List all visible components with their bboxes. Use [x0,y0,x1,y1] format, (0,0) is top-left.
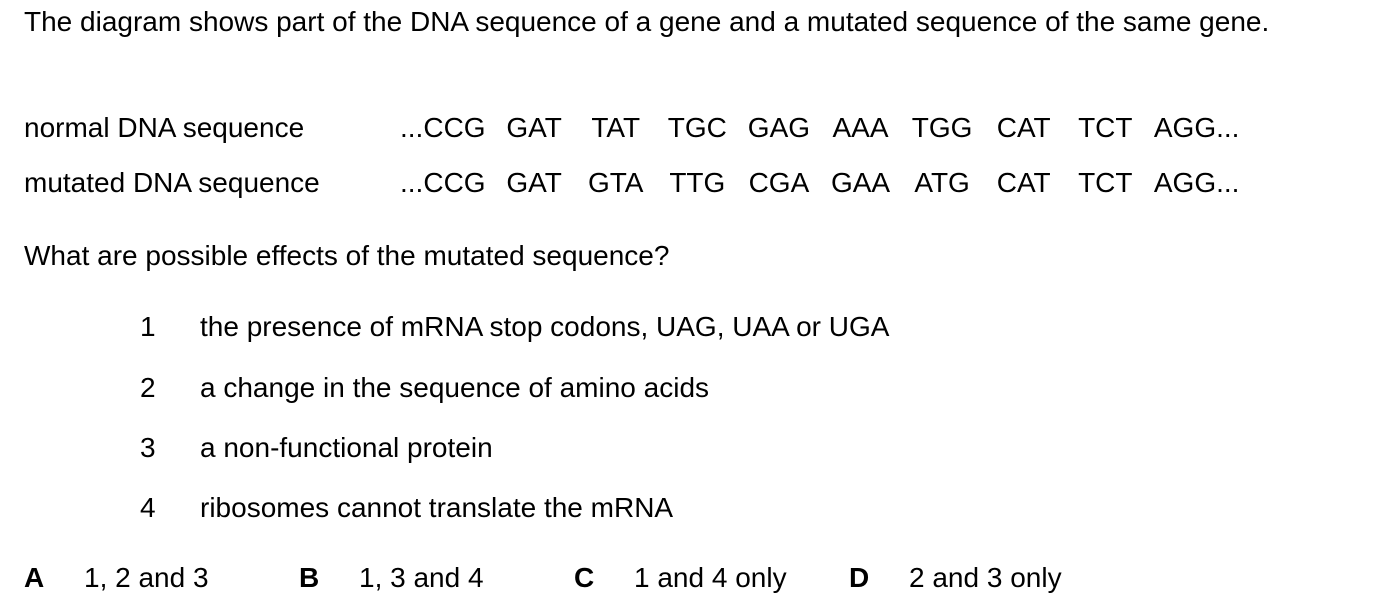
codon: CCG [423,112,486,143]
statement-text: a non-functional protein [200,432,493,463]
codon: CGA [748,167,810,198]
codon: TGG [911,112,973,143]
answer-option-d-letter[interactable]: D [849,562,870,593]
answer-choices: A 1, 2 and 3 B 1, 3 and 4 C 1 and 4 only… [0,558,1395,598]
answer-option-a-text[interactable]: 1, 2 and 3 [84,562,209,593]
codon: CAT [996,167,1051,198]
codon: CCG [423,167,486,198]
codon: AAA [832,112,889,143]
answer-option-a-letter[interactable]: A [24,562,45,593]
sequence-prefix: ... [400,167,424,198]
codon: GAG [747,112,811,143]
codon: TAT [591,112,641,143]
codon: GAA [830,167,891,198]
normal-sequence-label: normal DNA sequence [24,112,305,143]
answer-option-b-letter[interactable]: B [299,562,320,593]
sequence-prefix: ... [400,112,424,143]
codon: AGG [1153,112,1217,143]
statement-number: 2 [140,372,156,403]
codon: TCT [1078,167,1133,198]
mutated-sequence-label: mutated DNA sequence [24,167,320,198]
answer-option-b-text[interactable]: 1, 3 and 4 [359,562,484,593]
answer-option-d-text[interactable]: 2 and 3 only [909,562,1062,593]
answer-option-c-text[interactable]: 1 and 4 only [634,562,787,593]
codon: TGC [667,112,727,143]
statement-number: 3 [140,432,156,463]
statement-number: 4 [140,492,156,523]
codon: GAT [506,167,562,198]
sequence-suffix: ... [1216,167,1240,198]
codon: GAT [506,112,562,143]
question-intro: The diagram shows part of the DNA sequen… [24,6,1270,37]
codon: ATG [914,167,970,198]
answer-option-c-letter[interactable]: C [574,562,595,593]
codon: GTA [587,167,644,198]
statement-text: ribosomes cannot translate the mRNA [200,492,674,523]
question-prompt: What are possible effects of the mutated… [24,240,670,271]
statement-text: a change in the sequence of amino acids [200,372,710,403]
codon: CAT [996,112,1051,143]
statement-text: the presence of mRNA stop codons, UAG, U… [200,311,890,342]
codon: AGG [1153,167,1217,198]
sequence-suffix: ... [1216,112,1240,143]
codon: TTG [669,167,726,198]
codon: TCT [1078,112,1133,143]
statement-number: 1 [140,311,156,342]
